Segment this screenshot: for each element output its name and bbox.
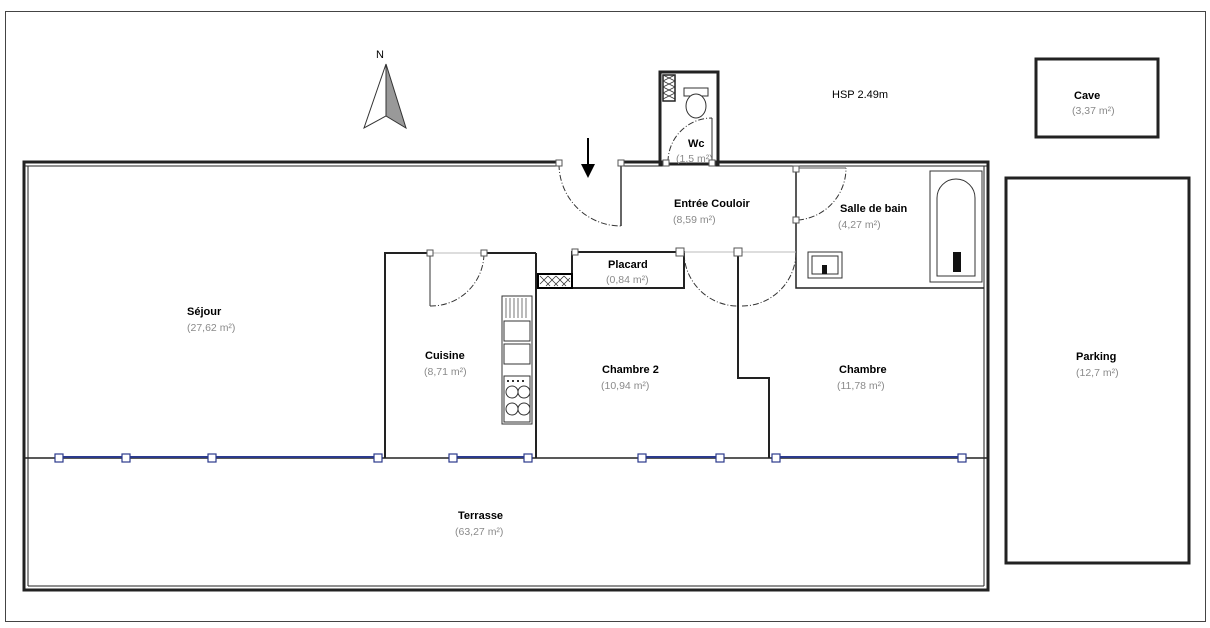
parking-name: Parking (1076, 351, 1116, 363)
burner (505, 385, 519, 399)
window-node (715, 453, 725, 463)
cave-name: Cave (1074, 90, 1100, 102)
window-node (637, 453, 647, 463)
bedrooms-divider (737, 252, 770, 458)
node (662, 159, 670, 167)
window-node (771, 453, 781, 463)
plan-frame (5, 11, 1206, 622)
parking-area: (12,7 m²) (1076, 367, 1119, 379)
node (426, 249, 434, 257)
salle-de-bain-name: Salle de bain (840, 203, 908, 215)
window-node (207, 453, 217, 463)
room-labels: HSP 2.49m Entrée Couloir (8,59 m²) Salle… (187, 89, 1119, 538)
node (733, 247, 743, 257)
entrance-door-swing (558, 163, 622, 227)
north-arrow-left-half (363, 63, 387, 130)
chambre2-area: (10,94 m²) (601, 380, 649, 392)
north-arrow: N (363, 49, 407, 130)
node (792, 165, 800, 173)
chambre2-door-swing (683, 251, 739, 307)
duct-hatch (539, 275, 571, 287)
kitchen-sink-2 (503, 343, 531, 365)
cave-area: (3,37 m²) (1072, 105, 1115, 117)
bathroom-door-swing (797, 167, 847, 221)
bathtub-basin (936, 178, 976, 277)
kitchen-door-swing (429, 252, 485, 307)
cuisine-name: Cuisine (425, 350, 465, 362)
window-node (523, 453, 533, 463)
wc-area: (1,5 m²) (676, 153, 713, 165)
window-node (121, 453, 131, 463)
placard-walls (571, 251, 685, 289)
burner (517, 402, 531, 416)
cuisine-area: (8,71 m²) (424, 366, 467, 378)
chambre-area: (11,78 m²) (837, 380, 885, 392)
kitchen-fixtures (501, 295, 533, 425)
north-label: N (376, 49, 384, 61)
node (675, 247, 685, 257)
drainer-ribs (505, 298, 527, 318)
parking-walls (1004, 176, 1191, 565)
wc-door-swing (667, 117, 713, 163)
bathtub-tap (953, 252, 961, 272)
north-arrow-right-half (385, 63, 407, 130)
wc-walls (658, 70, 720, 166)
toilet-bowl (685, 93, 707, 119)
window-node (373, 453, 383, 463)
node (480, 249, 488, 257)
terrasse-area: (63,27 m²) (455, 526, 503, 538)
chambre2-name: Chambre 2 (602, 364, 659, 376)
bathroom-fixtures (807, 170, 983, 283)
chambre-name: Chambre (839, 364, 887, 376)
wall-nodes (54, 159, 967, 463)
node (708, 159, 716, 167)
sejour-name: Séjour (187, 306, 222, 318)
node (571, 248, 579, 256)
node (792, 216, 800, 224)
sejour-area: (27,62 m²) (187, 322, 235, 334)
window-node (54, 453, 64, 463)
placard-area: (0,84 m²) (606, 274, 649, 286)
entree-area: (8,59 m²) (673, 214, 716, 226)
terrasse-name: Terrasse (458, 510, 503, 522)
node (617, 159, 625, 167)
entree-name: Entrée Couloir (674, 198, 751, 210)
bathroom-wall (795, 166, 984, 289)
kitchen-sink-1 (503, 320, 531, 342)
wc-room: Wc (1,5 m²) (658, 70, 720, 166)
burner (517, 385, 531, 399)
placard-name: Placard (608, 259, 648, 271)
salle-de-bain-area: (4,27 m²) (838, 219, 881, 231)
exterior-wall (22, 160, 990, 592)
window-node (448, 453, 458, 463)
entry-arrow-head (581, 164, 595, 178)
entrance-door (558, 138, 622, 227)
wc-name: Wc (688, 138, 705, 150)
ceiling-height-note: HSP 2.49m (832, 89, 888, 101)
wc-cistern-hatch (662, 74, 676, 100)
kitchen-wall-left (384, 252, 430, 458)
burner (505, 402, 519, 416)
chambre-door-swing (741, 251, 797, 307)
window-node (957, 453, 967, 463)
node (555, 159, 563, 167)
bathroom-sink-tap (822, 265, 827, 274)
cave-walls (1034, 57, 1160, 139)
